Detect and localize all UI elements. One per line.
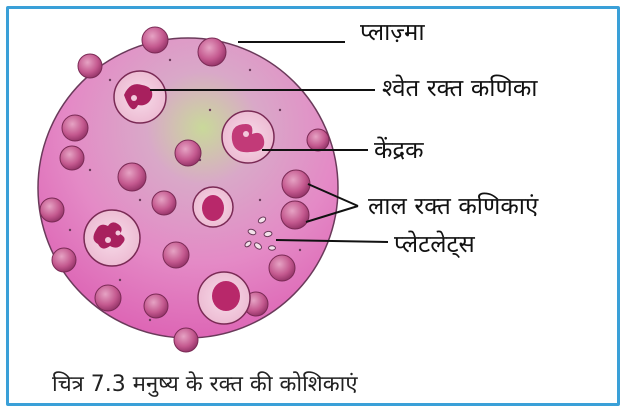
rbc [144,294,168,318]
rbc [60,146,84,170]
rbc [163,242,189,268]
rbc [78,54,102,78]
wbc-bottom [198,272,250,324]
rbc [142,27,168,53]
rbc [62,115,88,141]
plasma-label: प्लाज़्मा [360,20,425,44]
rbc [198,38,226,66]
wbc-center [193,187,233,227]
rbc [152,191,176,215]
wbc-left [84,210,140,266]
figure-caption: चित्र 7.3 मनुष्य के रक्त की कोशिकाएं [52,368,358,398]
rbc [40,198,64,222]
rbc-label: लाल रक्त कणिकाएं [368,194,538,218]
rbc [52,248,76,272]
rbc [269,255,295,281]
wbc-top [114,71,166,123]
rbc [281,201,309,229]
rbc [282,170,310,198]
nucleus-label: केंद्रक [374,138,424,162]
rbc [118,163,146,191]
rbc [307,129,329,151]
platelets-label: प्लेटलेट्स [394,232,475,256]
rbc [95,285,121,311]
rbc [174,328,198,352]
wbc-right [222,111,274,163]
rbc [175,140,201,166]
wbc-label: श्वेत रक्त कणिका [382,76,538,100]
